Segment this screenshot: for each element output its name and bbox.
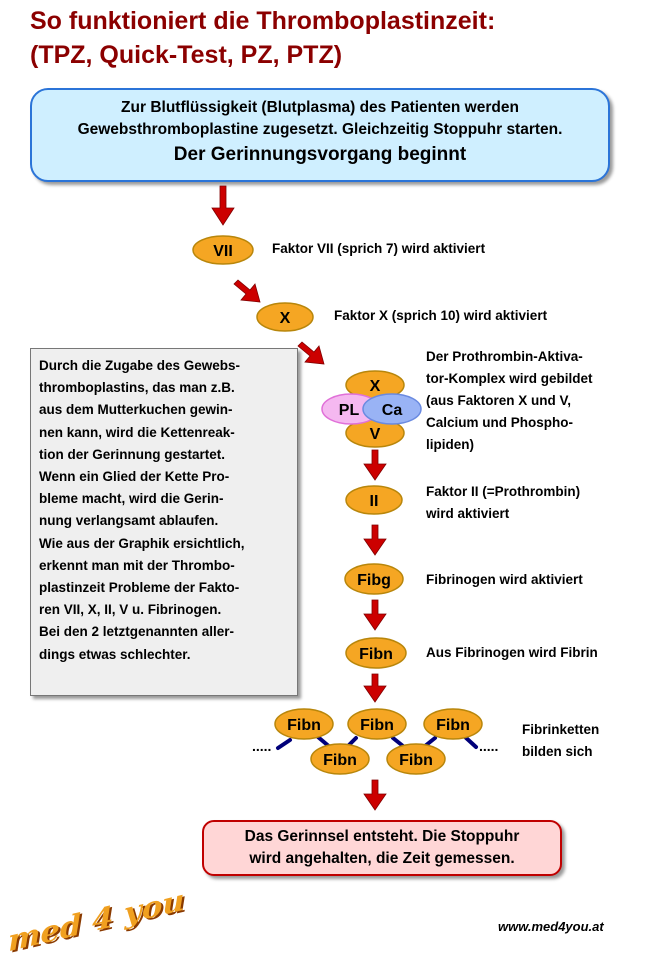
fibrin-chain-label: Fibrinketten bilden sich xyxy=(522,719,599,763)
info-line: dings etwas schlechter. xyxy=(39,646,191,662)
diagonal-arrow-icon xyxy=(233,279,261,303)
fibrinogen-node-text: Fibg xyxy=(357,572,391,589)
info-line: Wenn ein Glied der Kette Pro- xyxy=(39,469,230,485)
factor-ii-node-text: II xyxy=(370,493,379,510)
intro-line-2: Gewebsthromboplastine zugesetzt. Gleichz… xyxy=(77,121,563,138)
chain-dots-left: ..... xyxy=(252,738,271,754)
down-arrow-icon xyxy=(363,449,387,481)
page-title: So funktioniert die Thromboplastinzeit: … xyxy=(30,4,495,72)
complex-label-line: tor-Komplex wird gebildet xyxy=(426,371,593,386)
fibrin-node: Fibn xyxy=(347,708,407,740)
info-line: thromboplastins, das man z.B. xyxy=(39,380,235,396)
flow-arrows xyxy=(211,185,387,811)
site-url: www.med4you.at xyxy=(498,919,604,934)
factor-x-node-text: X xyxy=(280,310,291,327)
complex-v-text: V xyxy=(370,426,381,443)
diagonal-arrow-icon xyxy=(297,341,325,365)
complex-x-text: X xyxy=(370,378,381,395)
fibrin-chain-label-line: bilden sich xyxy=(522,744,593,759)
chain-node-text: Fibn xyxy=(360,717,394,734)
info-line: nen kann, wird die Kettenreak- xyxy=(39,424,235,440)
info-line: aus dem Mutterkuchen gewin- xyxy=(39,402,233,418)
chain-node-text: Fibn xyxy=(436,717,470,734)
intro-box: Zur Blutflüssigkeit (Blutplasma) des Pat… xyxy=(30,88,610,182)
prothrombin-activator-complex: X V PL Ca xyxy=(321,370,422,448)
down-arrow-icon xyxy=(363,599,387,631)
intro-line-3: Der Gerinnungsvorgang beginnt xyxy=(173,144,467,165)
fibrin-node: Fibn xyxy=(345,637,407,669)
info-line: Bei den 2 letztgenannten aller- xyxy=(39,624,235,640)
info-line: ren VII, X, II, V u. Fibrinogen. xyxy=(39,602,222,618)
fibrin-node: Fibn xyxy=(274,708,334,740)
chain-dots-right: ..... xyxy=(479,738,498,754)
factor-ii-node: II xyxy=(345,485,403,515)
complex-pl-text: PL xyxy=(339,402,360,419)
chain-node-text: Fibn xyxy=(323,752,357,769)
complex-label-line: Calcium und Phospho- xyxy=(426,415,573,430)
fibrin-node: Fibn xyxy=(386,743,446,775)
complex-label: Der Prothrombin-Aktiva- tor-Komplex wird… xyxy=(426,346,593,456)
fibrinogen-node: Fibg xyxy=(344,563,404,595)
chain-node-text: Fibn xyxy=(287,717,321,734)
title-line-2: (TPZ, Quick-Test, PZ, PTZ) xyxy=(30,41,343,69)
fibrin-node-text: Fibn xyxy=(359,646,393,663)
result-line-1: Das Gerinnsel entsteht. Die Stoppuhr xyxy=(244,828,520,845)
fibrinogen-label: Fibrinogen wird aktiviert xyxy=(426,572,583,587)
result-line-2: wird angehalten, die Zeit gemessen. xyxy=(249,850,515,867)
info-line: plastinzeit Probleme der Fakto- xyxy=(39,580,240,596)
factor-x-node: X xyxy=(256,302,314,332)
down-arrow-icon xyxy=(363,673,387,703)
fibrin-node: Fibn xyxy=(310,743,370,775)
info-line: erkennt man mit der Thrombo- xyxy=(39,557,235,573)
result-box: Das Gerinnsel entsteht. Die Stoppuhr wir… xyxy=(202,820,562,876)
complex-label-line: (aus Faktoren X und V, xyxy=(426,393,572,408)
intro-line-1: Zur Blutflüssigkeit (Blutplasma) des Pat… xyxy=(121,99,519,116)
complex-ca-text: Ca xyxy=(382,402,403,419)
fibrin-chain-label-line: Fibrinketten xyxy=(522,722,600,737)
factor-vii-label: Faktor VII (sprich 7) wird aktiviert xyxy=(272,241,486,256)
complex-label-line: Der Prothrombin-Aktiva- xyxy=(426,349,583,364)
info-line: Wie aus der Graphik ersichtlich, xyxy=(39,535,245,551)
factor-ii-label-line: wird aktiviert xyxy=(426,506,510,521)
factor-vii-node-text: VII xyxy=(213,243,233,260)
factor-x-label: Faktor X (sprich 10) wird aktiviert xyxy=(334,308,548,323)
factor-ii-label-line: Faktor II (=Prothrombin) xyxy=(426,484,581,499)
title-line-1: So funktioniert die Thromboplastinzeit: xyxy=(30,7,496,35)
info-line: tion der Gerinnung gestartet. xyxy=(39,446,226,462)
complex-label-line: lipiden) xyxy=(426,437,474,452)
info-box: Durch die Zugabe des Gewebs- thromboplas… xyxy=(30,348,298,696)
info-line: Durch die Zugabe des Gewebs- xyxy=(39,358,241,373)
down-arrow-icon xyxy=(363,524,387,556)
down-arrow-icon xyxy=(363,779,387,811)
chain-node-text: Fibn xyxy=(399,752,433,769)
info-line: nung verlangsamt ablaufen. xyxy=(39,513,219,529)
info-line: bleme macht, wird die Gerin- xyxy=(39,491,224,507)
down-arrow-icon xyxy=(211,185,235,226)
fibrin-label: Aus Fibrinogen wird Fibrin xyxy=(426,645,598,660)
factor-vii-node: VII xyxy=(192,235,254,265)
fibrin-chain: Fibn Fibn Fibn Fibn Fibn ..... ..... xyxy=(252,708,498,775)
fibrin-node: Fibn xyxy=(423,708,483,740)
factor-ii-label: Faktor II (=Prothrombin) wird aktiviert xyxy=(426,481,580,525)
